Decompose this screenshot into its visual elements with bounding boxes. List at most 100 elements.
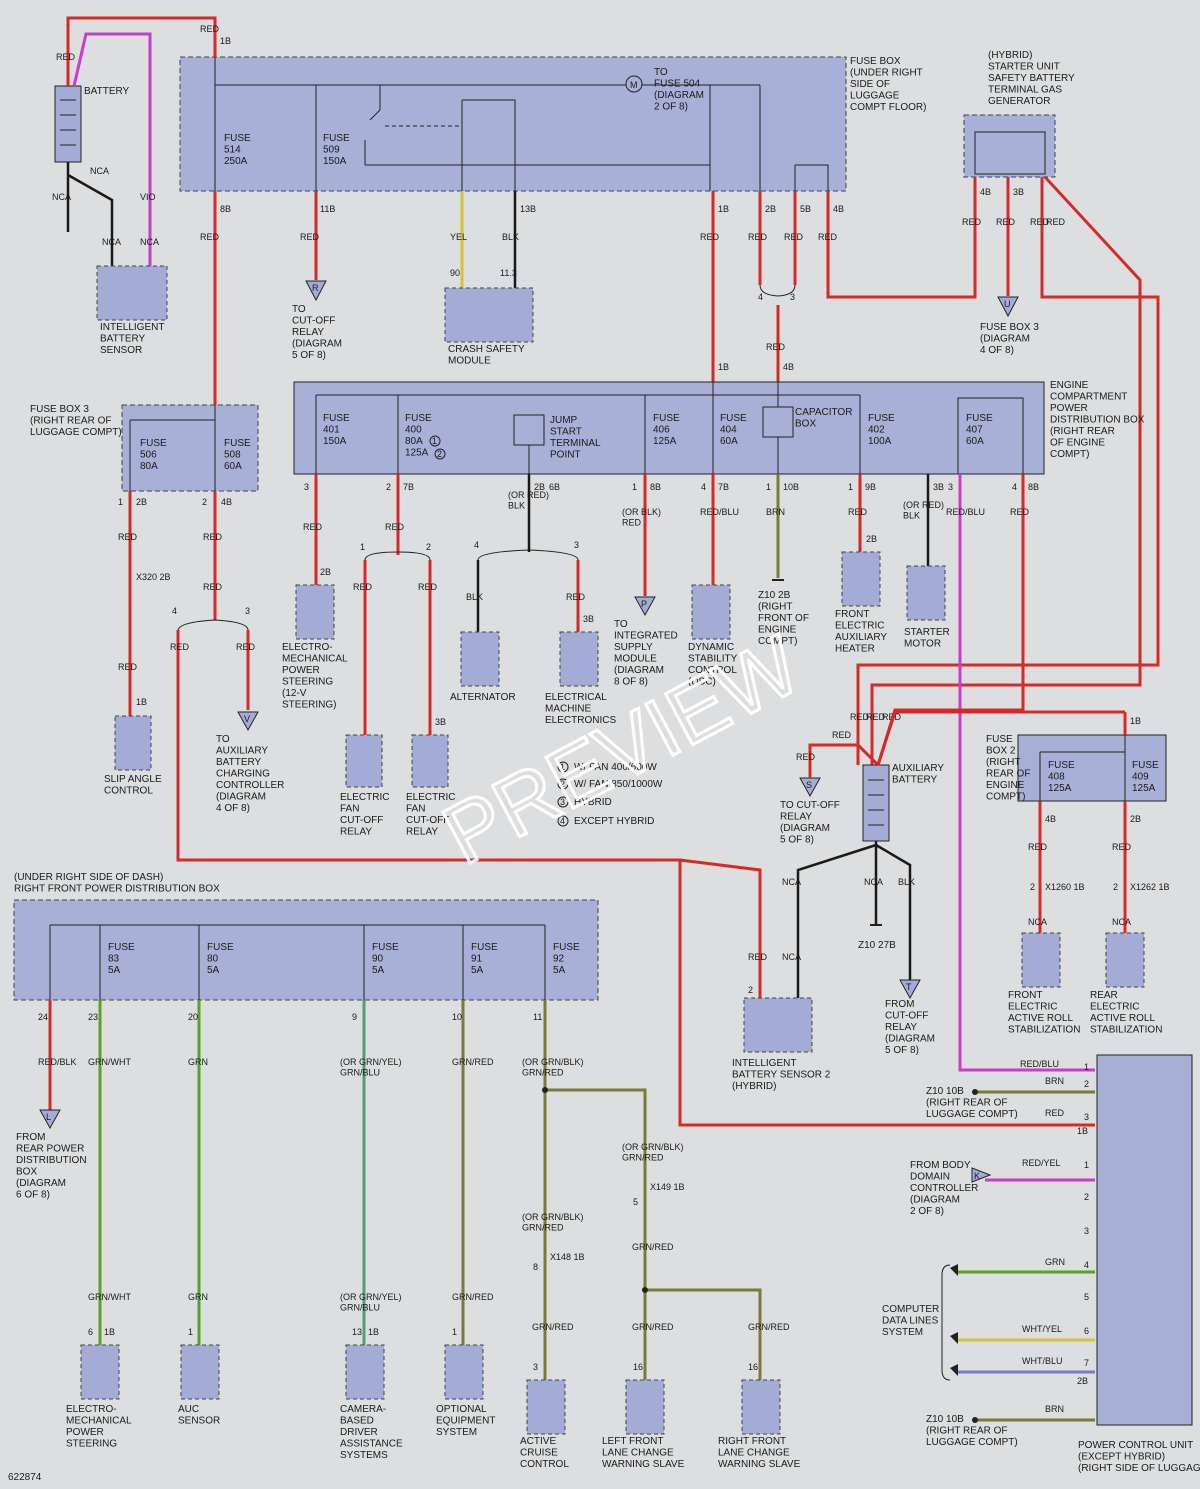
svg-text:BRN: BRN: [1045, 1076, 1064, 1086]
svg-text:4B: 4B: [221, 497, 232, 507]
svg-text:RED: RED: [200, 24, 220, 34]
svg-text:POWER CONTROL UNIT(EXCEPT HYBR: POWER CONTROL UNIT(EXCEPT HYBRID)(RIGHT …: [1078, 1440, 1200, 1474]
legend-item-1: W/ FAN 400/600W: [574, 762, 657, 773]
svg-text:4B: 4B: [783, 362, 794, 372]
svg-text:4: 4: [172, 606, 177, 616]
svg-text:U: U: [1004, 299, 1011, 309]
svg-text:3: 3: [948, 482, 953, 492]
svg-text:2: 2: [437, 449, 442, 459]
svg-text:GRN/WHT: GRN/WHT: [88, 1057, 131, 1067]
svg-text:(OR BLK)RED: (OR BLK)RED: [622, 507, 661, 527]
svg-text:RED: RED: [418, 582, 438, 592]
svg-text:BLK: BLK: [898, 877, 915, 887]
svg-text:2: 2: [426, 542, 431, 552]
svg-text:GRN/WHT: GRN/WHT: [88, 1292, 131, 1302]
svg-text:90: 90: [450, 268, 460, 278]
svg-text:1: 1: [766, 482, 771, 492]
svg-text:RED: RED: [1010, 507, 1030, 517]
svg-text:3: 3: [533, 1362, 538, 1372]
svg-text:RED: RED: [203, 582, 223, 592]
svg-text:BRN: BRN: [1045, 1404, 1064, 1414]
svg-text:2B: 2B: [320, 567, 331, 577]
ground-z10-27b: Z10 27B: [858, 924, 896, 951]
svg-text:4: 4: [1012, 482, 1017, 492]
legend-item-3: HYBRID: [574, 797, 612, 808]
svg-text:2B: 2B: [866, 534, 877, 544]
battery-label: BATTERY: [84, 86, 130, 97]
svg-text:4: 4: [560, 816, 565, 826]
svg-text:2: 2: [1030, 882, 1035, 892]
svg-text:X149 1B: X149 1B: [650, 1182, 685, 1192]
svg-text:1B: 1B: [104, 1327, 115, 1337]
svg-text:3: 3: [1084, 1112, 1089, 1122]
legend-item-2: W/ FAN 850/1000W: [574, 779, 663, 790]
svg-text:1: 1: [188, 1327, 193, 1337]
svg-text:2: 2: [748, 985, 753, 995]
svg-text:11: 11: [533, 1012, 542, 1022]
svg-text:RED: RED: [700, 232, 720, 242]
svg-text:GRN: GRN: [188, 1292, 208, 1302]
svg-text:6B: 6B: [549, 482, 560, 492]
svg-text:16: 16: [748, 1362, 758, 1372]
svg-text:1: 1: [360, 542, 365, 552]
svg-text:RED: RED: [118, 662, 138, 672]
svg-text:RED: RED: [1046, 217, 1066, 227]
svg-text:5: 5: [1084, 1292, 1089, 1302]
svg-text:GRN/RED: GRN/RED: [632, 1322, 674, 1332]
svg-text:11B: 11B: [320, 204, 335, 214]
svg-text:RED: RED: [300, 232, 320, 242]
svg-text:1B: 1B: [718, 204, 729, 214]
svg-text:2: 2: [202, 497, 207, 507]
svg-text:RED: RED: [748, 232, 768, 242]
svg-text:NCA: NCA: [1112, 917, 1131, 927]
svg-text:9B: 9B: [865, 482, 876, 492]
svg-text:RED: RED: [996, 217, 1016, 227]
svg-text:M: M: [630, 80, 638, 90]
alternator: ALTERNATOR: [450, 631, 516, 703]
svg-text:K: K: [974, 1171, 980, 1181]
svg-text:(UNDER RIGHT SIDE OF DASH)RIGH: (UNDER RIGHT SIDE OF DASH)RIGHT FRONT PO…: [14, 872, 220, 895]
svg-text:1: 1: [452, 1327, 457, 1337]
svg-text:8B: 8B: [220, 204, 231, 214]
svg-text:NCA: NCA: [140, 237, 159, 247]
svg-text:RED/YEL: RED/YEL: [1022, 1158, 1061, 1168]
svg-text:RED: RED: [200, 232, 220, 242]
svg-text:RED/BLK: RED/BLK: [38, 1057, 77, 1067]
svg-text:2: 2: [1084, 1192, 1089, 1202]
svg-text:X320 2B: X320 2B: [136, 572, 171, 582]
svg-text:10B: 10B: [783, 482, 799, 492]
svg-text:11.3: 11.3: [500, 268, 517, 278]
svg-text:1: 1: [1084, 1160, 1089, 1170]
svg-text:7B: 7B: [718, 482, 729, 492]
svg-text:RED: RED: [832, 730, 852, 740]
svg-text:P: P: [641, 599, 647, 609]
svg-text:2: 2: [560, 779, 565, 789]
svg-text:16: 16: [633, 1362, 643, 1372]
